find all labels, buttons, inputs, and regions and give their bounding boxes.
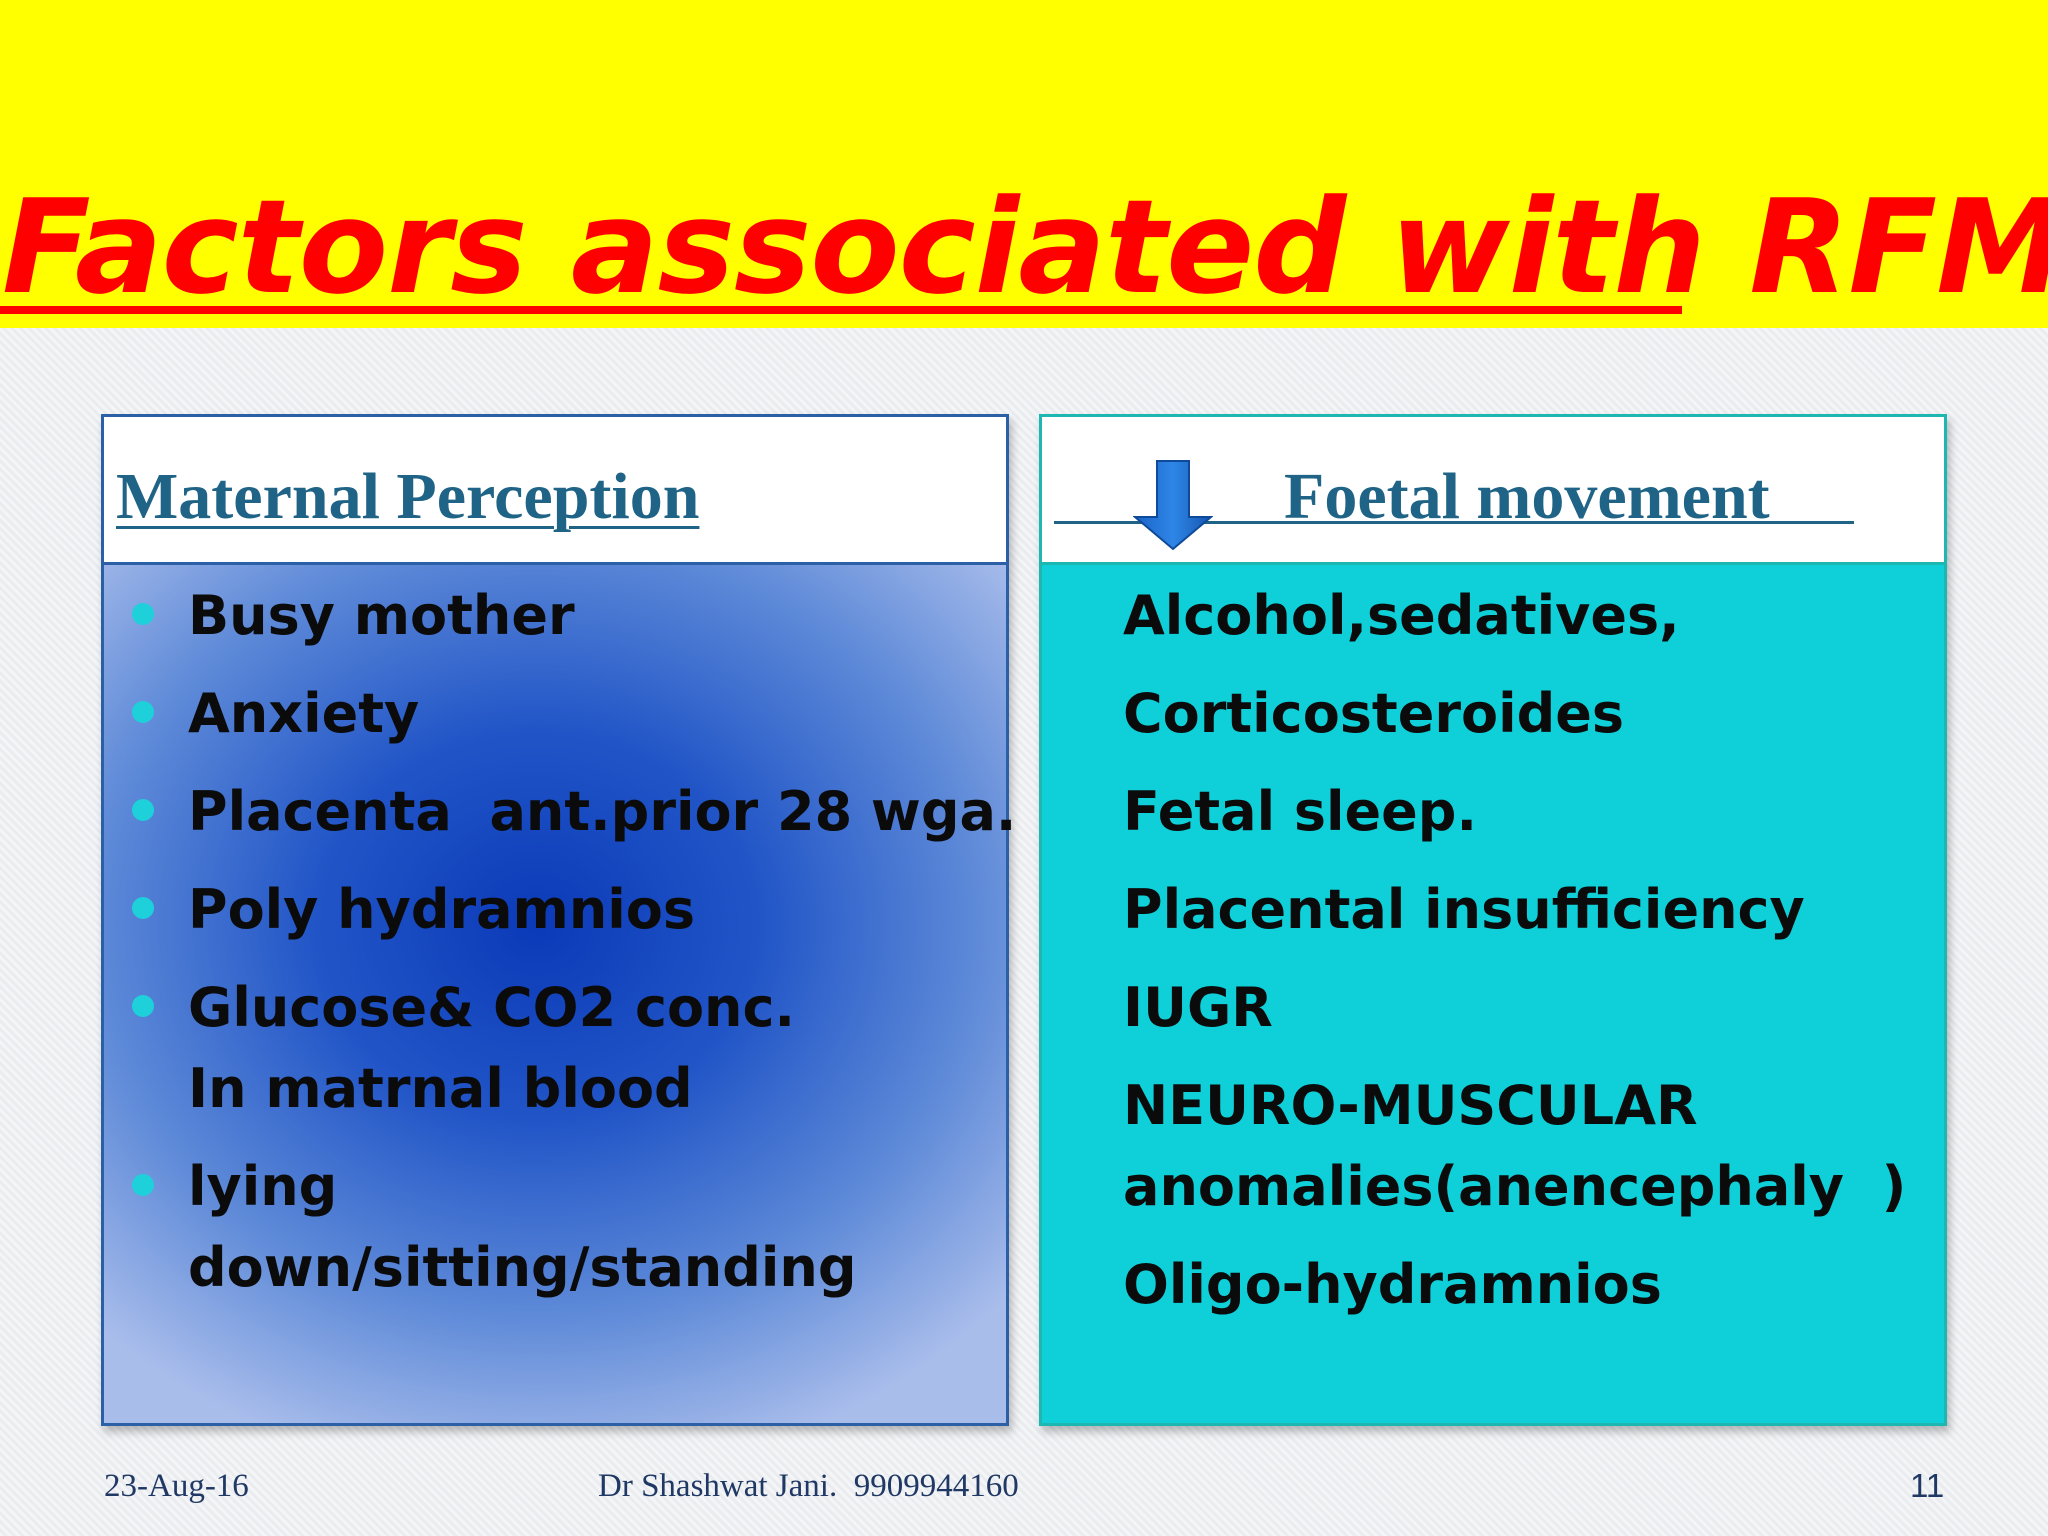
bullet-icon: [132, 603, 154, 625]
foetal-movement-body: Alcohol,sedatives, Corticosteroides Feta…: [1042, 565, 1944, 1423]
bullet-icon: [132, 897, 154, 919]
title-band: [0, 0, 2048, 328]
list-item: Glucose& CO2 conc. In matrnal blood: [104, 967, 1006, 1129]
list-item: Placenta ant.prior 28 wga.: [104, 771, 1016, 852]
list-item: Busy mother: [104, 575, 1006, 656]
down-arrow-icon: [1133, 460, 1213, 551]
list-item: Anxiety: [104, 673, 1006, 754]
maternal-perception-panel: Maternal Perception Busy mother Anxiety …: [101, 414, 1016, 1426]
heading-underline: [1054, 521, 1854, 524]
bullet-icon: [132, 1174, 154, 1196]
foetal-movement-panel: Foetal movement Alcohol,sedatives, Corti…: [1039, 414, 1947, 1426]
maternal-factor-list: Busy mother Anxiety Placenta ant.prior 2…: [104, 575, 1016, 1308]
list-item: Fetal sleep.: [1123, 780, 1477, 843]
title-underline: [0, 306, 1682, 314]
list-item: IUGR: [1123, 976, 1273, 1039]
page-number: 11: [1910, 1467, 1945, 1504]
list-item: Alcohol,sedatives,: [1123, 584, 1680, 647]
list-item: Oligo-hydramnios: [1123, 1253, 1662, 1316]
list-item: Poly hydramnios: [104, 869, 1006, 950]
maternal-perception-header: Maternal Perception: [104, 417, 1006, 565]
maternal-perception-body: Busy mother Anxiety Placenta ant.prior 2…: [104, 565, 1016, 1423]
bullet-icon: [132, 995, 154, 1017]
foetal-factor-list: Alcohol,sedatives, Corticosteroides Feta…: [1123, 575, 1944, 1325]
bullet-icon: [132, 701, 154, 723]
list-item: Corticosteroides: [1123, 682, 1625, 745]
footer-date: 23-Aug-16: [104, 1468, 249, 1504]
list-item: Placental insufficiency: [1123, 878, 1805, 941]
bullet-icon: [132, 799, 154, 821]
slide-title: Factors associated with RFM: [2, 171, 2048, 323]
maternal-perception-heading: Maternal Perception: [116, 460, 700, 533]
foetal-movement-header: Foetal movement: [1042, 417, 1944, 565]
footer-author: Dr Shashwat Jani. 9909944160: [598, 1468, 1019, 1504]
list-item: lying down/sitting/standing: [104, 1146, 1006, 1308]
foetal-movement-heading: Foetal movement: [1284, 460, 1770, 533]
